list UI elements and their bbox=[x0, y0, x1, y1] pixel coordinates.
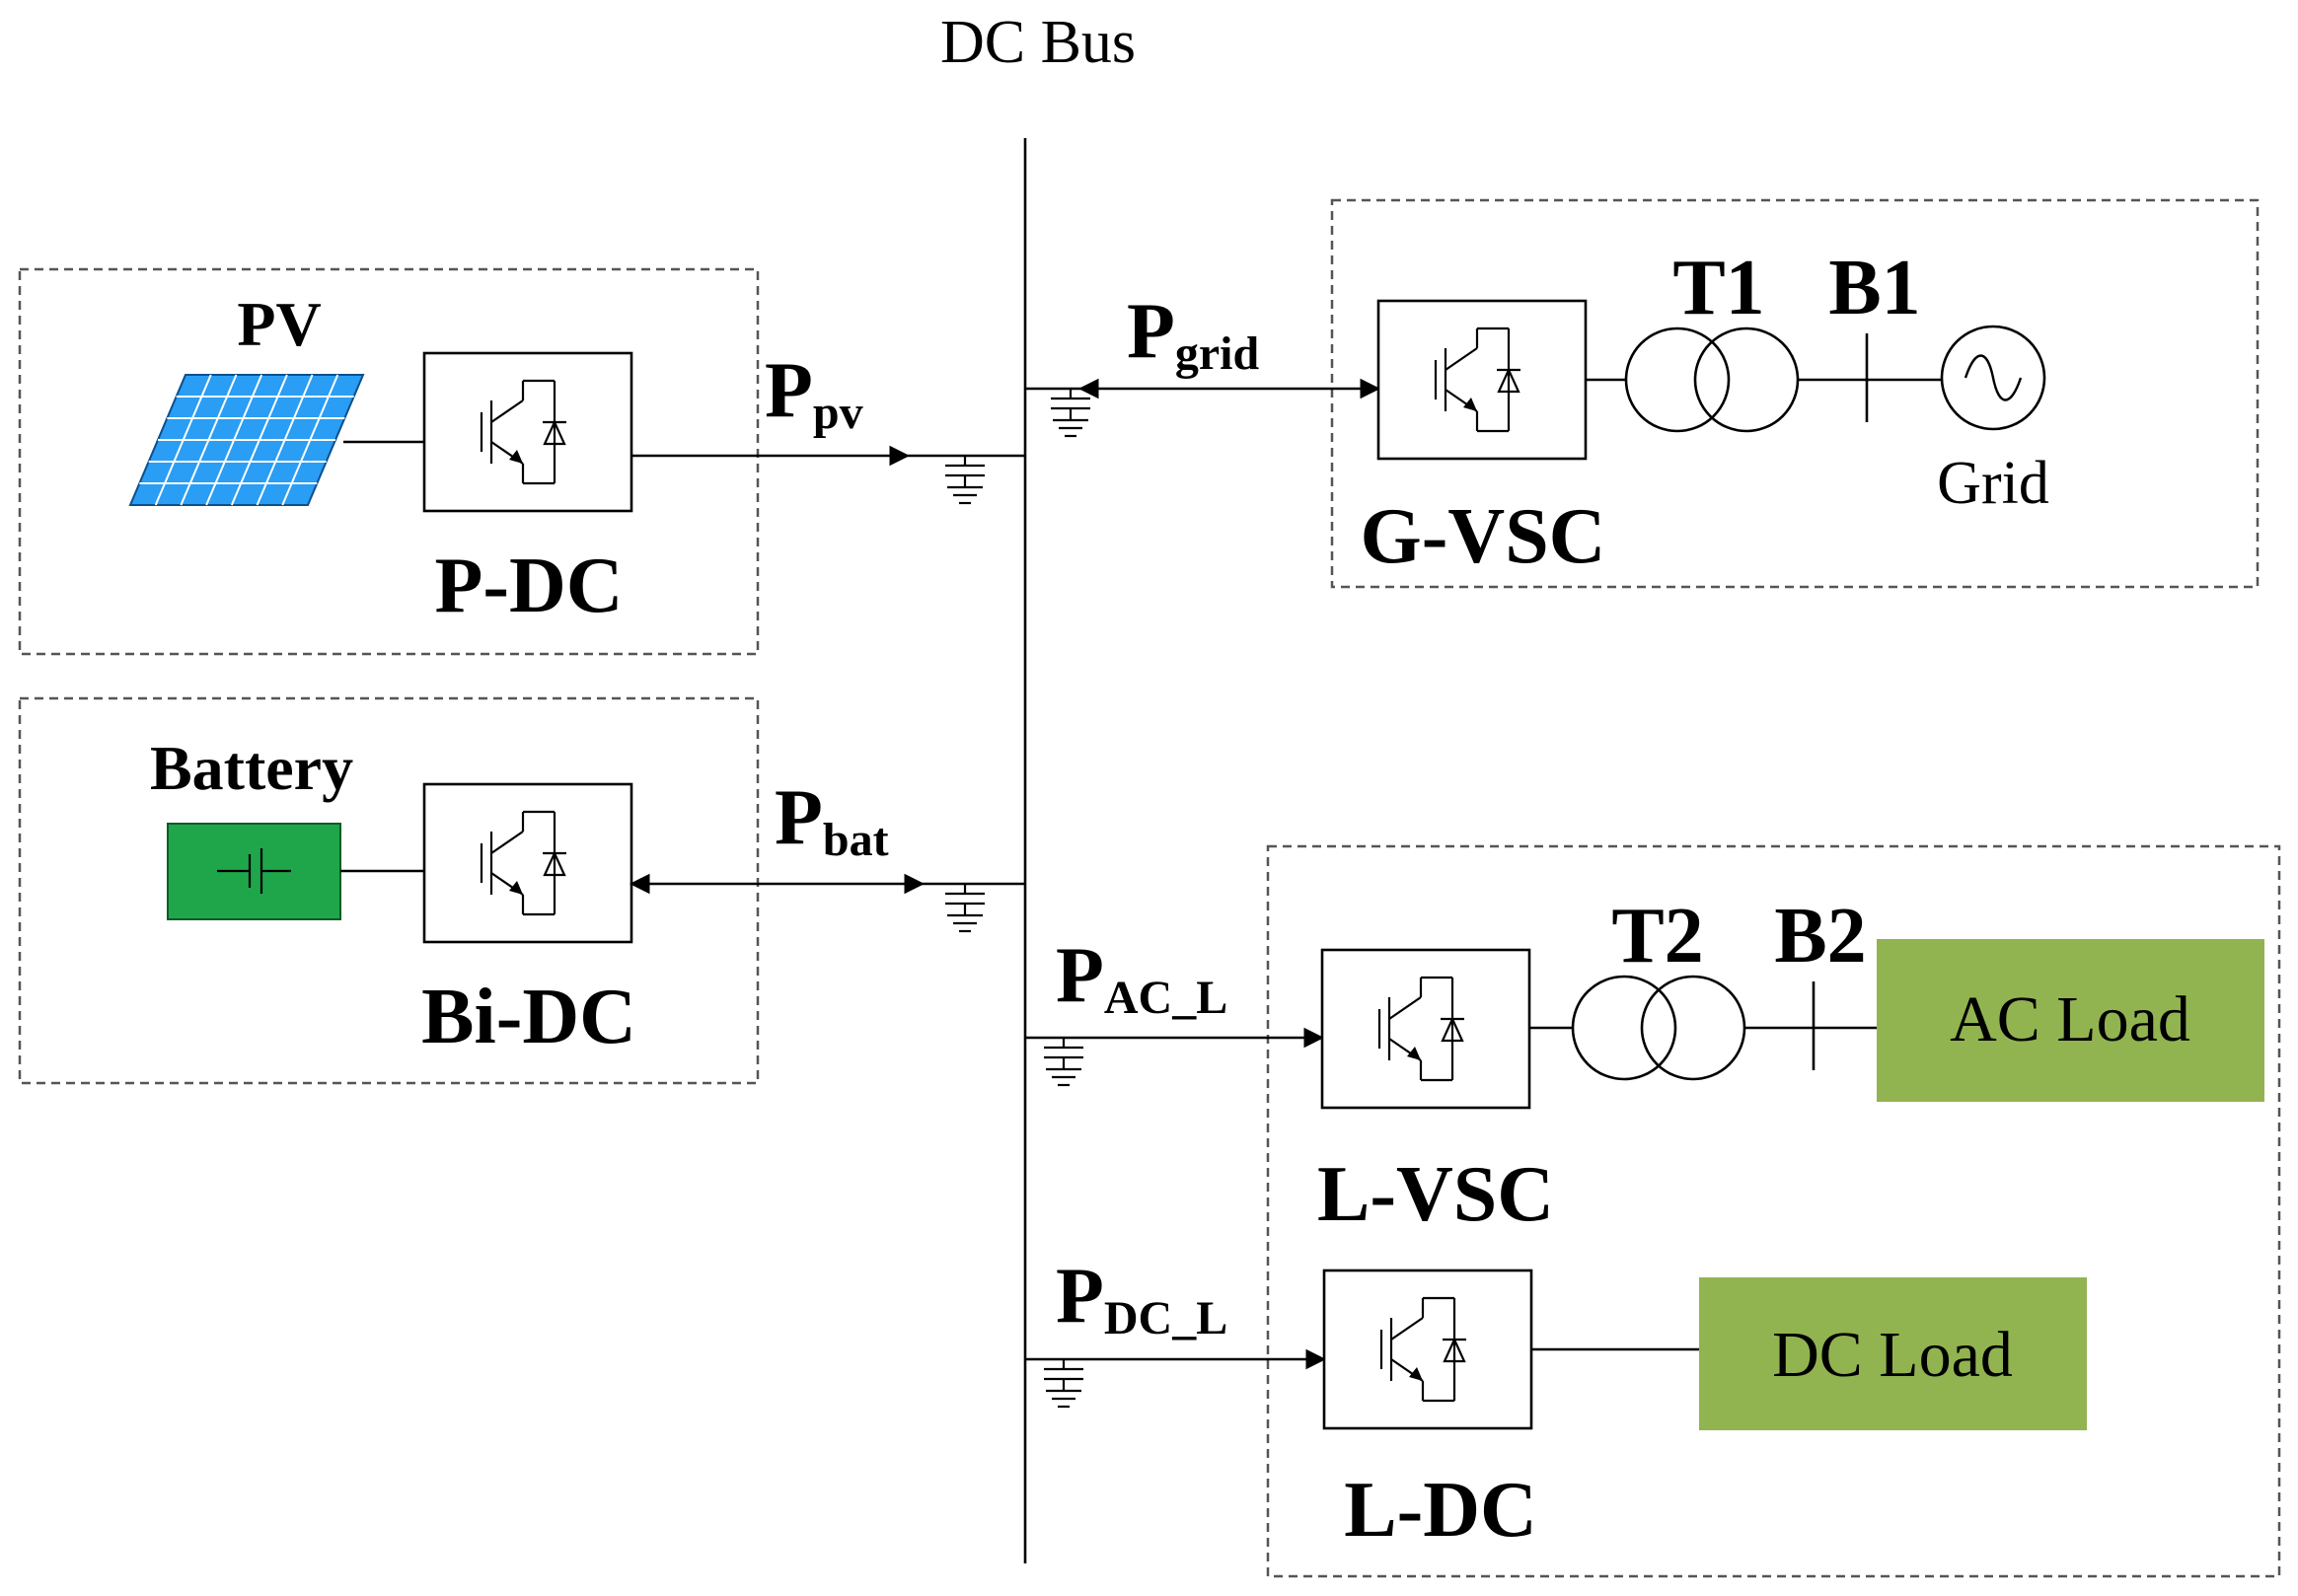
g-vsc-converter bbox=[1376, 299, 1588, 461]
pv-capacitor-icon bbox=[943, 454, 987, 505]
g-vsc-label: G-VSC bbox=[1361, 493, 1606, 580]
p-grid-subscript: grid bbox=[1175, 327, 1260, 380]
battery-section-frame bbox=[18, 696, 760, 1085]
p-ac-l-label: PAC_L bbox=[1056, 932, 1227, 1024]
l-dc-converter bbox=[1322, 1269, 1533, 1430]
pv-section-frame bbox=[18, 267, 760, 656]
p-bat-subscript: bat bbox=[823, 814, 889, 866]
bi-dc-label: Bi-DC bbox=[421, 974, 636, 1060]
ac-load-label: AC Load bbox=[1950, 983, 2190, 1055]
l-vsc-label: L-VSC bbox=[1317, 1151, 1554, 1238]
ac-load-block bbox=[1877, 939, 2264, 1102]
p-ac-l-subscript: AC_L bbox=[1104, 972, 1227, 1024]
bus-label: DC Bus bbox=[940, 9, 1136, 76]
pv-label: PV bbox=[237, 289, 321, 359]
grid-capacitor-icon bbox=[1049, 387, 1092, 438]
bi-dc-converter bbox=[422, 782, 633, 944]
grid-source-icon bbox=[1940, 325, 2046, 431]
load-section-frame bbox=[1266, 844, 2281, 1578]
b2-label: B2 bbox=[1774, 893, 1866, 979]
battery-icon bbox=[167, 823, 341, 920]
t1-label: T1 bbox=[1672, 245, 1764, 331]
l-vsc-converter bbox=[1320, 948, 1531, 1110]
battery-label: Battery bbox=[150, 733, 353, 803]
dc-load-label: DC Load bbox=[1772, 1319, 2013, 1391]
p-grid-label: Pgrid bbox=[1127, 288, 1260, 380]
dc-load-capacitor-icon bbox=[1042, 1357, 1085, 1409]
p-dc-l-subscript: DC_L bbox=[1104, 1292, 1227, 1344]
p-dc-converter bbox=[422, 351, 633, 513]
p-dc-l-label: PDC_L bbox=[1056, 1253, 1227, 1344]
p-pv-subscript: pv bbox=[813, 387, 863, 439]
t1-transformer-icon bbox=[1624, 326, 1800, 433]
p-dc-label: P-DC bbox=[434, 543, 623, 629]
b1-label: B1 bbox=[1828, 245, 1920, 331]
ac-load-capacitor-icon bbox=[1042, 1036, 1085, 1087]
t2-label: T2 bbox=[1611, 893, 1703, 979]
l-dc-label: L-DC bbox=[1344, 1467, 1537, 1554]
t2-transformer-icon bbox=[1571, 975, 1746, 1081]
battery-capacitor-icon bbox=[943, 882, 987, 933]
pv-panel-icon bbox=[128, 374, 365, 506]
p-bat-label: Pbat bbox=[775, 774, 889, 866]
grid-label: Grid bbox=[1937, 450, 2049, 517]
p-pv-label: Ppv bbox=[765, 347, 863, 439]
dc-load-block bbox=[1699, 1277, 2087, 1430]
